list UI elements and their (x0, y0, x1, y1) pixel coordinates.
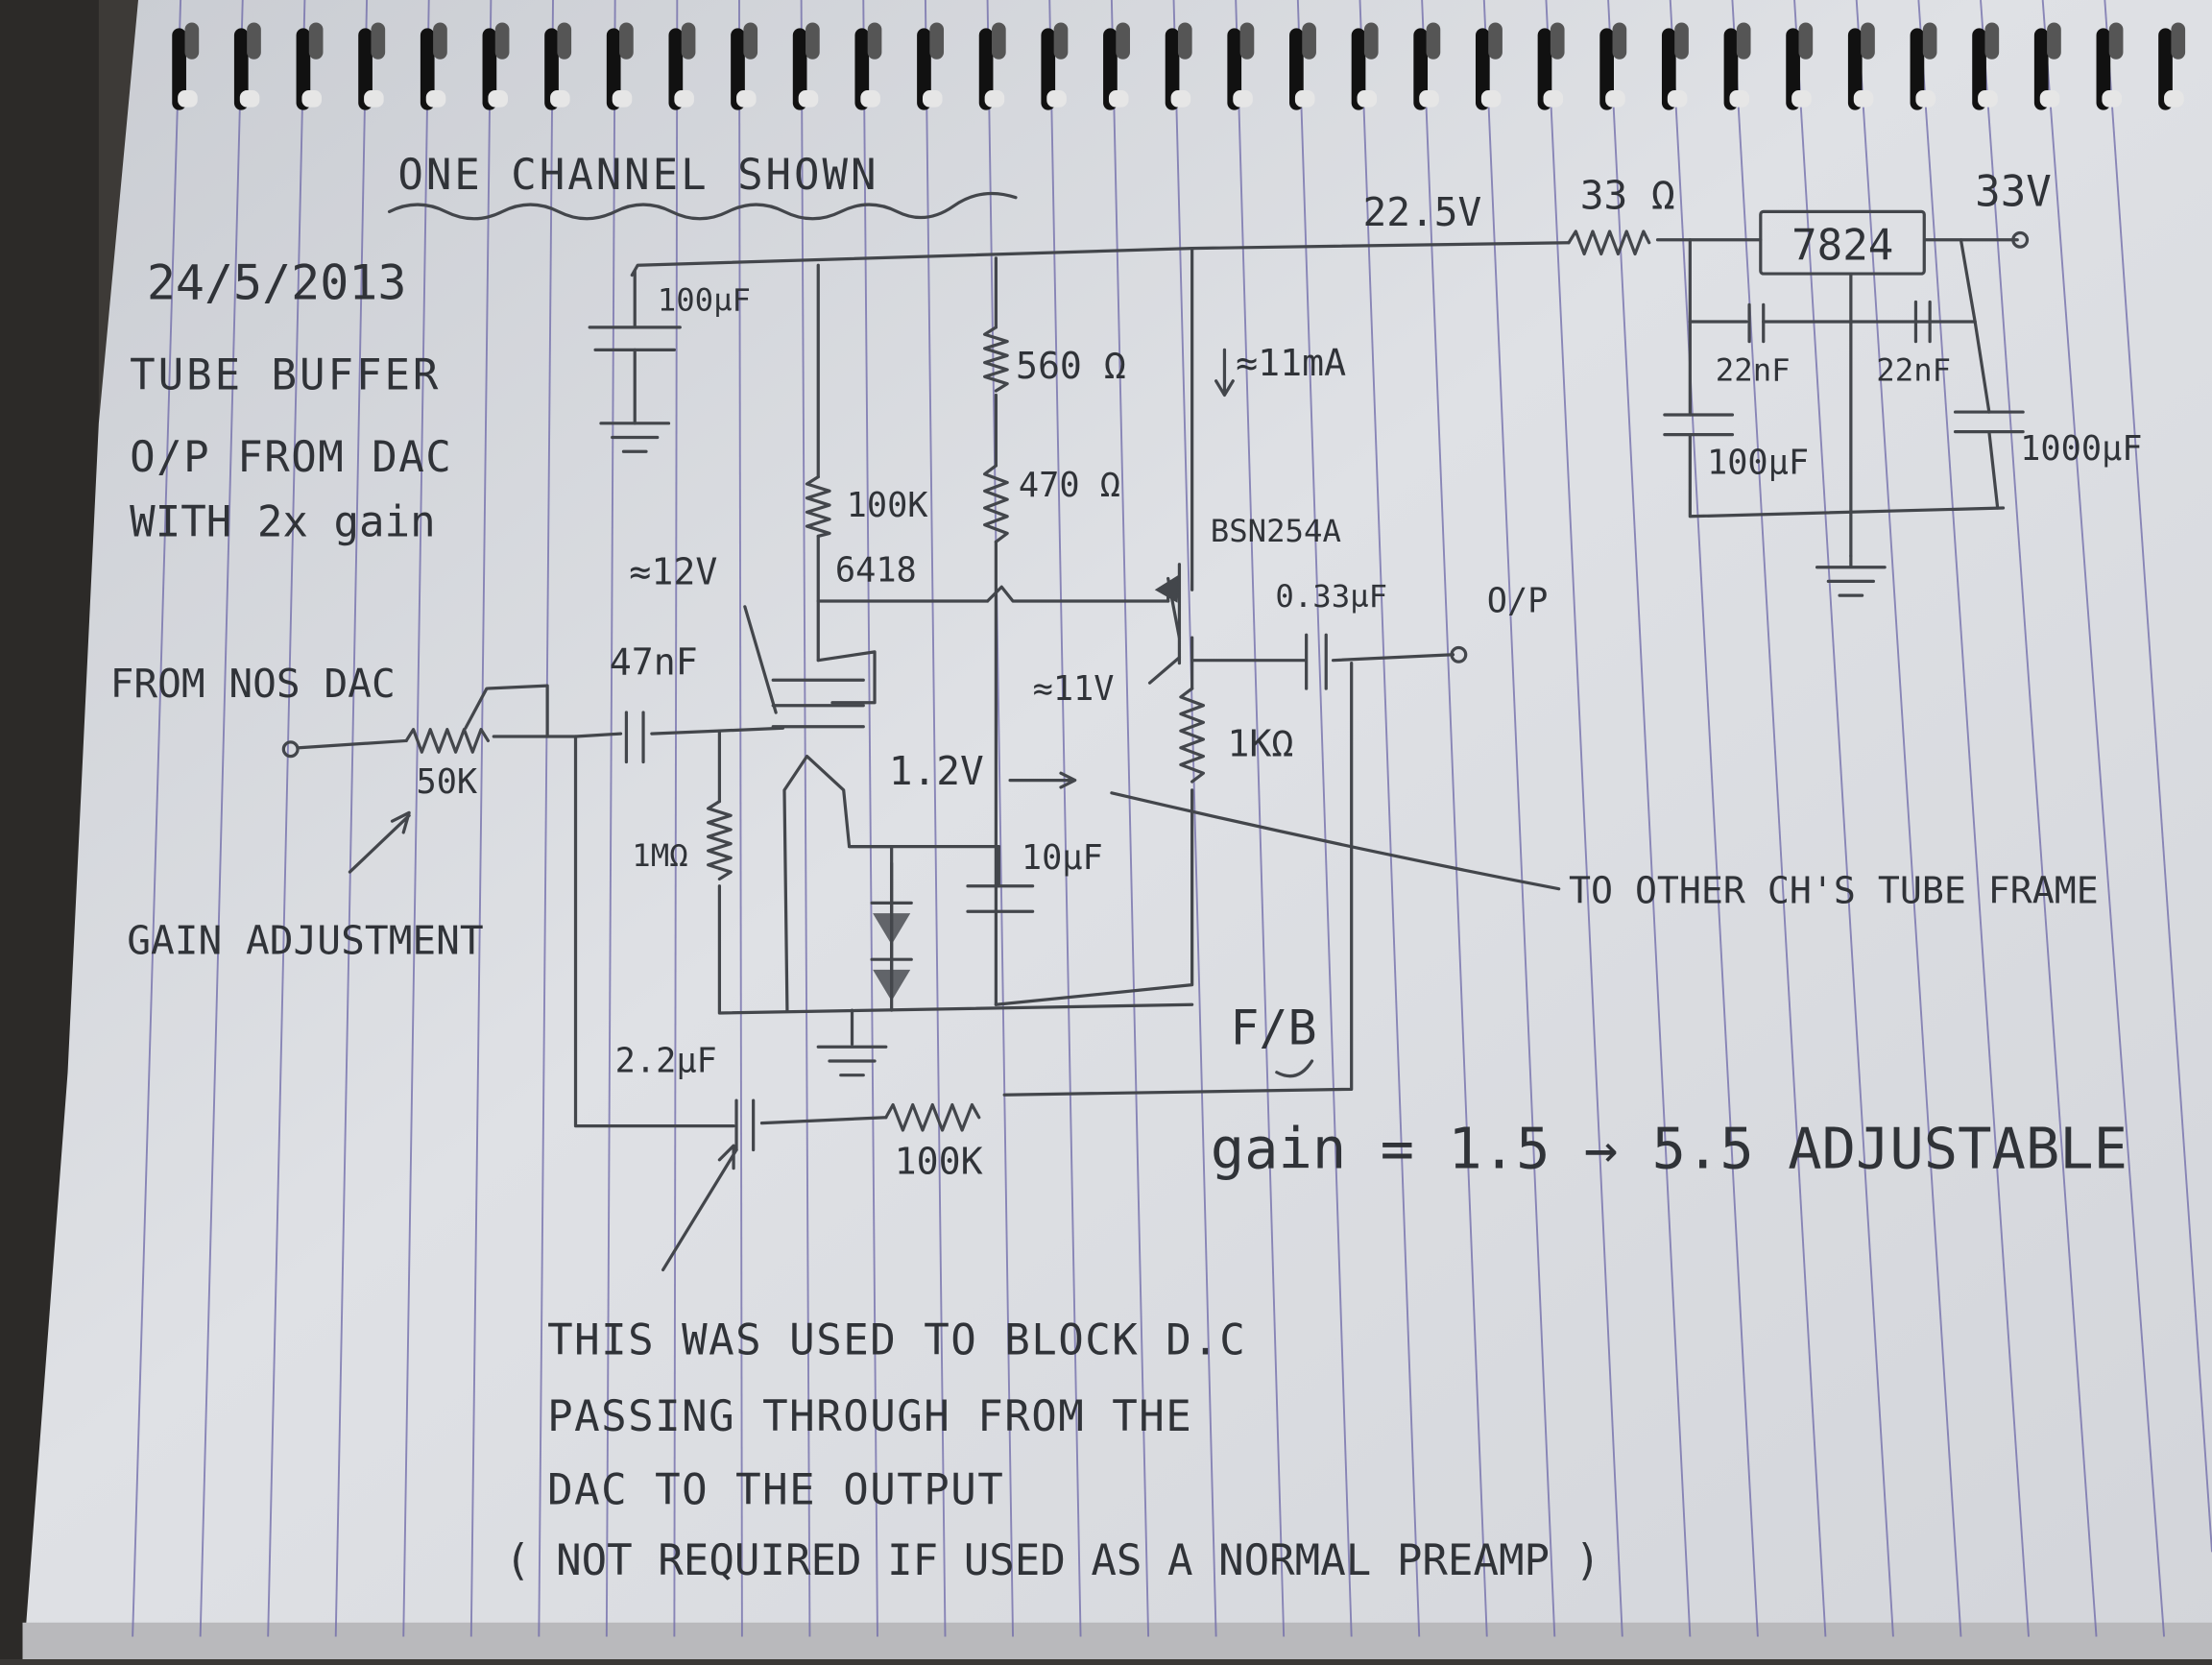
output-label: O/P (1487, 582, 1549, 621)
r-33-ohm (1567, 229, 1651, 256)
supply-unregulated-voltage: 33V (1975, 168, 2052, 217)
r-1m-grid (707, 800, 733, 881)
ruled-lines (132, 0, 2212, 1637)
grid-resistor-label: 1MΩ (632, 837, 687, 874)
supply-cap-in-small: 22nF (1716, 352, 1791, 389)
fb-cap-label: 2.2µF (615, 1042, 717, 1081)
description-line-1: TUBE BUFFER (130, 351, 441, 400)
r-100k-plate (805, 475, 831, 538)
r-560-label: 560 Ω (1016, 346, 1126, 388)
mosfet-label: BSN254A (1211, 513, 1341, 549)
fb-resistor-label: 100K (895, 1142, 983, 1184)
r-100k-plate-label: 100K (847, 486, 929, 525)
diode-2 (873, 969, 911, 1001)
supply-cap-out-bulk: 1000µF (2020, 429, 2142, 469)
r-100k-feedback (884, 1102, 981, 1132)
r-470-ohm (983, 464, 1009, 543)
fb-label: F/B (1230, 1000, 1316, 1055)
gain-pot-value: 50K (416, 762, 477, 802)
filament-voltage-label: 1.2V (889, 748, 984, 794)
frame-note: TO OTHER CH'S TUBE FRAME (1569, 870, 2099, 912)
date: 24/5/2013 (147, 255, 407, 311)
r-470-label: 470 Ω (1019, 466, 1120, 505)
source-resistor-label: 1KΩ (1227, 724, 1293, 766)
supply-series-resistor: 33 Ω (1580, 172, 1675, 218)
output-cap-label: 0.33µF (1275, 578, 1387, 615)
input-label: FROM NOS DAC (110, 661, 396, 707)
note-line-2: PASSING THROUGH FROM THE (547, 1392, 1192, 1441)
input-cap-label: 47nF (610, 641, 698, 684)
tube-label: 6418 (835, 550, 917, 590)
r-560-ohm (983, 326, 1009, 393)
plate-voltage-label: ≈12V (629, 551, 717, 593)
gain-adjust-label: GAIN ADJUSTMENT (127, 917, 483, 963)
supply-regulated-voltage: 22.5V (1362, 189, 1481, 235)
filament-cap-label: 10µF (1022, 838, 1103, 878)
regulator-label: 7824 (1791, 221, 1893, 270)
note-line-4: ( NOT REQUIRED IF USED AS A NORMAL PREAM… (505, 1536, 1600, 1585)
note-line-3: DAC TO THE OUTPUT (547, 1465, 1004, 1514)
resistor-symbols (404, 229, 1651, 1132)
gain-formula: gain = 1.5 → 5.5 ADJUSTABLE (1211, 1116, 2128, 1182)
supply-cap-in-bulk: 100µF (1707, 444, 1809, 483)
r-1k-source (1179, 687, 1206, 784)
description-line-2: O/P FROM DAC (130, 433, 452, 482)
mosfet-arrow (1154, 573, 1181, 603)
current-label: ≈11mA (1236, 343, 1346, 385)
description-line-3: WITH 2x gain (130, 497, 435, 546)
supply-cap-out-small: 22nF (1876, 352, 1951, 389)
decoupling-cap-label: 100µF (658, 281, 751, 318)
title: ONE CHANNEL SHOWN (397, 151, 878, 200)
spiral-binding (172, 22, 2186, 110)
source-voltage-label: ≈11V (1033, 669, 1115, 709)
r-50k-pot (404, 728, 491, 754)
note-line-1: THIS WAS USED TO BLOCK D.C (547, 1316, 1246, 1365)
diode-1 (873, 913, 911, 945)
